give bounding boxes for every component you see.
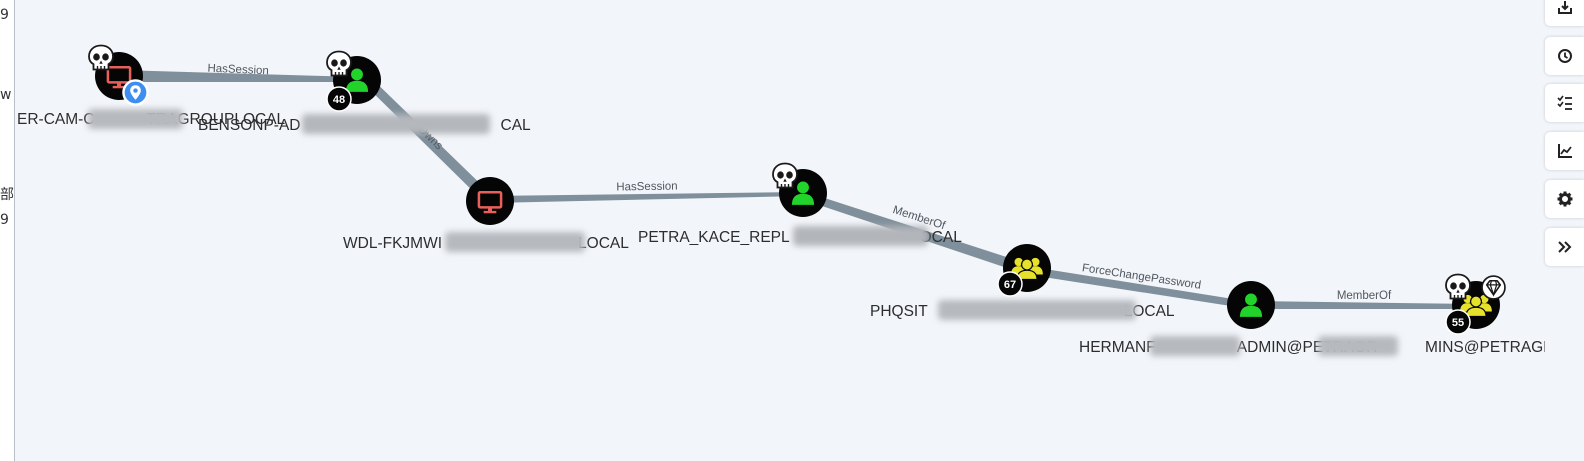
location-pin-icon bbox=[122, 79, 149, 106]
node-phqsit[interactable]: 67 bbox=[997, 244, 1051, 297]
search-history-icon bbox=[1558, 49, 1572, 63]
export-button[interactable] bbox=[1545, 0, 1584, 26]
redaction-blur bbox=[1318, 336, 1398, 356]
left-panel-fragment: w bbox=[0, 87, 12, 103]
chart-icon bbox=[1558, 144, 1572, 158]
redaction-blur bbox=[793, 226, 928, 246]
count-badge bbox=[1445, 309, 1471, 335]
node-herman[interactable] bbox=[1227, 281, 1275, 329]
owned-skull-icon bbox=[326, 50, 352, 77]
edge-herman-admins[interactable] bbox=[1252, 301, 1476, 309]
list-filter-icon bbox=[1557, 95, 1572, 110]
settings-button[interactable] bbox=[1545, 180, 1584, 218]
redaction-blur bbox=[1150, 336, 1240, 356]
left-panel-fragment: 9 bbox=[0, 212, 9, 228]
count-badge bbox=[997, 271, 1023, 297]
node-admins[interactable]: 55 bbox=[1445, 273, 1506, 335]
redaction-blur bbox=[445, 232, 585, 252]
svg-text:55: 55 bbox=[1452, 317, 1464, 329]
svg-text:48: 48 bbox=[333, 94, 345, 106]
search-history-button[interactable] bbox=[1545, 37, 1584, 75]
chart-button[interactable] bbox=[1545, 132, 1584, 170]
edge-label: HasSession bbox=[207, 63, 269, 78]
export-icon bbox=[1558, 1, 1572, 14]
redaction-blur bbox=[302, 114, 490, 134]
collapse-icon bbox=[1558, 241, 1572, 253]
collapse-button[interactable] bbox=[1545, 228, 1584, 266]
left-panel-fragment: 部 bbox=[0, 187, 14, 203]
node-wdl[interactable] bbox=[466, 177, 514, 225]
edge-wdl-petra[interactable] bbox=[490, 192, 803, 203]
edge-phqsit-herman[interactable] bbox=[1024, 266, 1252, 309]
count-badge bbox=[326, 86, 352, 112]
svg-text:67: 67 bbox=[1004, 279, 1016, 291]
edge-label: MemberOf bbox=[1337, 290, 1392, 302]
edge-ws1-benson[interactable] bbox=[120, 70, 358, 82]
settings-icon bbox=[1557, 191, 1573, 207]
redaction-blur bbox=[88, 109, 183, 129]
high-value-gem-icon bbox=[1481, 275, 1506, 300]
list-filter-button[interactable] bbox=[1545, 84, 1584, 122]
node-ws1[interactable] bbox=[88, 44, 149, 106]
left-panel-strip: 9 w 部 9 bbox=[0, 0, 15, 461]
redaction-blur bbox=[938, 300, 1136, 320]
node-benson[interactable]: 48 bbox=[326, 50, 381, 112]
edge-label: HasSession bbox=[616, 180, 678, 193]
node-petra[interactable] bbox=[772, 162, 827, 218]
node-label-admins: MINS@PETRAGROU bbox=[1425, 339, 1545, 356]
graph-canvas[interactable]: HasSession Owns HasSession MemberOf Forc… bbox=[0, 0, 1545, 461]
edge-benson-wdl[interactable] bbox=[356, 72, 494, 204]
left-panel-fragment: 9 bbox=[0, 7, 9, 23]
